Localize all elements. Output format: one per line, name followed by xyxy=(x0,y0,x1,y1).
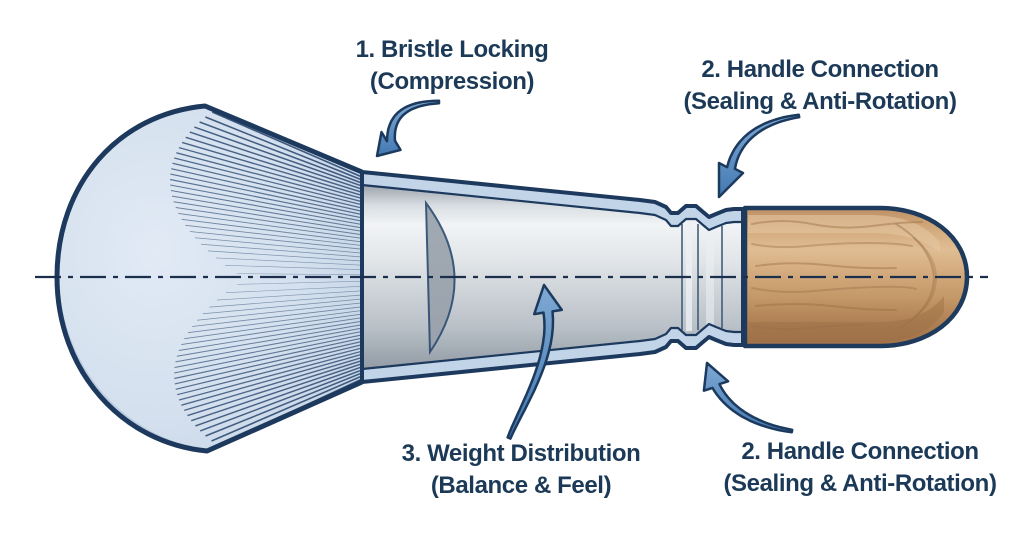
bristle-lines xyxy=(169,111,362,447)
annotation-line: (Compression) xyxy=(369,68,535,95)
annotation-handle-connection-bottom: 2. Handle Connection (Sealing & Anti-Rot… xyxy=(723,436,996,500)
arrow-handle-connection-top xyxy=(717,113,801,199)
bristle-head xyxy=(54,103,364,454)
wood-grain xyxy=(748,215,944,342)
arrow-handle-connection-bottom xyxy=(702,361,794,434)
annotation-bristle-locking: 1. Bristle Locking (Compression) xyxy=(356,34,549,98)
callout-arrows xyxy=(375,99,801,440)
annotation-line: (Sealing & Anti-Rotation) xyxy=(683,88,957,115)
annotation-line: 3. Weight Distribution xyxy=(401,440,641,467)
annotation-line: 1. Bristle Locking xyxy=(355,36,549,63)
annotation-weight-distribution: 3. Weight Distribution (Balance & Feel) xyxy=(402,438,641,502)
annotation-line: (Sealing & Anti-Rotation) xyxy=(723,470,997,497)
arrow-bristle-locking xyxy=(375,99,441,158)
annotation-line: (Balance & Feel) xyxy=(430,472,612,499)
annotation-line: 2. Handle Connection xyxy=(741,438,979,465)
arrow-weight-distribution xyxy=(506,283,564,440)
ferrule-hatch-bands xyxy=(361,172,743,382)
bristle-bulb-fill xyxy=(57,106,362,451)
ferrule-outline xyxy=(360,170,745,384)
annotation-line: 2. Handle Connection xyxy=(701,56,939,83)
annotation-handle-connection-top: 2. Handle Connection (Sealing & Anti-Rot… xyxy=(683,54,956,118)
